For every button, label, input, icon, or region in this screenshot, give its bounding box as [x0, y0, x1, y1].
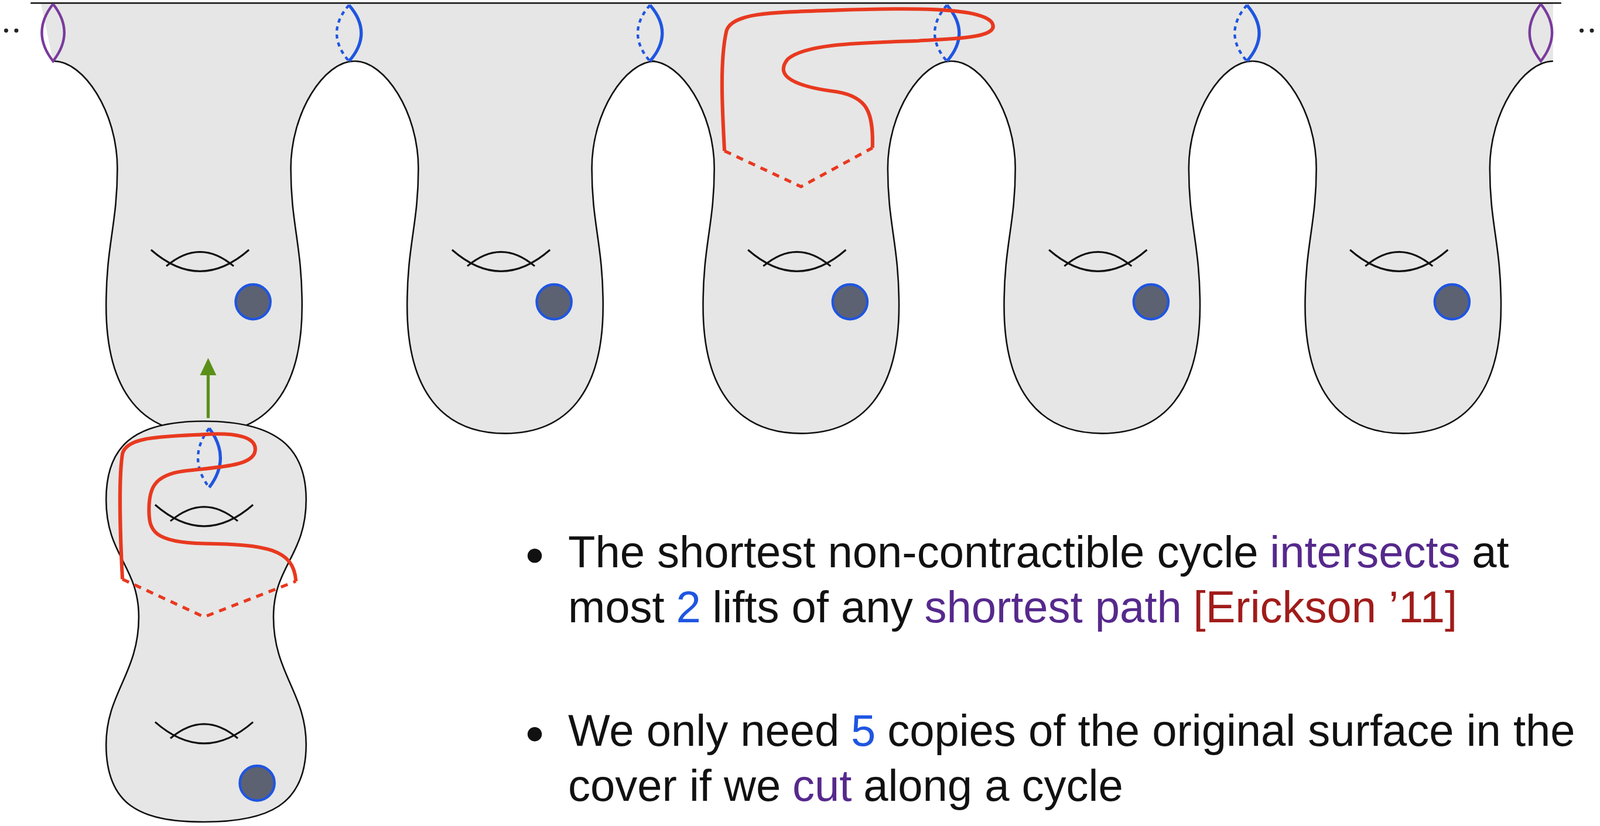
handle-lower	[1048, 250, 1147, 272]
puncture	[832, 284, 868, 320]
bullet-phrase: lifts of any	[712, 582, 913, 632]
handle-lower	[747, 250, 846, 272]
bullet-phrase: cut	[792, 760, 852, 811]
meridian-solid	[209, 428, 221, 488]
bullet-phrase: 2	[675, 582, 701, 632]
lifted-cycle-back	[724, 148, 873, 187]
ellipsis-dot	[4, 28, 9, 33]
handle-upper	[1064, 251, 1132, 266]
cover-surface	[40, 2, 1554, 434]
bullet-text: The shortest non-contractible cycleinter…	[568, 524, 1576, 635]
bullet-phrase: shortest path	[924, 582, 1182, 632]
meridian-solid	[1246, 5, 1260, 62]
cover-arrow	[206, 373, 210, 419]
end-boundary	[41, 4, 64, 62]
handle-upper	[467, 251, 535, 266]
puncture	[1133, 284, 1169, 320]
handle-lower	[155, 504, 254, 527]
cover-arrowhead	[200, 357, 217, 376]
puncture	[1434, 284, 1470, 320]
base-surface	[106, 421, 307, 823]
puncture	[235, 284, 270, 320]
meridian-solid	[946, 5, 960, 62]
handle-upper	[1365, 251, 1433, 266]
end-boundary	[1529, 4, 1552, 62]
bullet-phrase: We only need	[568, 705, 840, 756]
handle-lower	[452, 250, 550, 272]
handle-upper	[170, 724, 238, 739]
ellipsis-dot	[1590, 28, 1595, 33]
shortest-cycle	[120, 433, 296, 582]
ellipsis-dot	[1579, 28, 1584, 33]
meridian-dashed	[637, 5, 651, 62]
handle-lower	[1349, 250, 1448, 272]
meridian-dashed	[336, 5, 350, 62]
meridian-dashed	[1234, 5, 1247, 62]
handle-upper	[166, 251, 234, 266]
handle-upper	[170, 507, 238, 522]
handle-upper	[763, 251, 831, 266]
handle-lower	[155, 722, 254, 744]
puncture	[239, 766, 275, 801]
bullet-phrase: The shortest non-contractible cycle	[568, 527, 1259, 577]
bullet-dot	[527, 727, 542, 742]
bullet-phrase: along a cycle	[863, 760, 1124, 811]
cover-outline	[53, 61, 1554, 434]
ellipsis-dot	[14, 28, 19, 33]
puncture	[536, 284, 572, 320]
meridian-dashed	[197, 428, 210, 488]
bullet-text: We only need5copies of the original surf…	[568, 703, 1576, 814]
lifted-cycle	[722, 8, 994, 152]
shortest-cycle-back	[122, 579, 296, 617]
bullet-phrase: intersects	[1269, 527, 1461, 577]
meridian-solid	[650, 5, 663, 62]
bullet-dot	[527, 548, 542, 563]
handle-lower	[151, 250, 249, 272]
meridian-dashed	[934, 5, 947, 62]
bullet-phrase: 5	[850, 705, 876, 756]
top-edge	[30, 2, 1562, 5]
bullet-phrase: [Erickson ’11]	[1193, 582, 1458, 632]
meridian-solid	[349, 5, 362, 62]
